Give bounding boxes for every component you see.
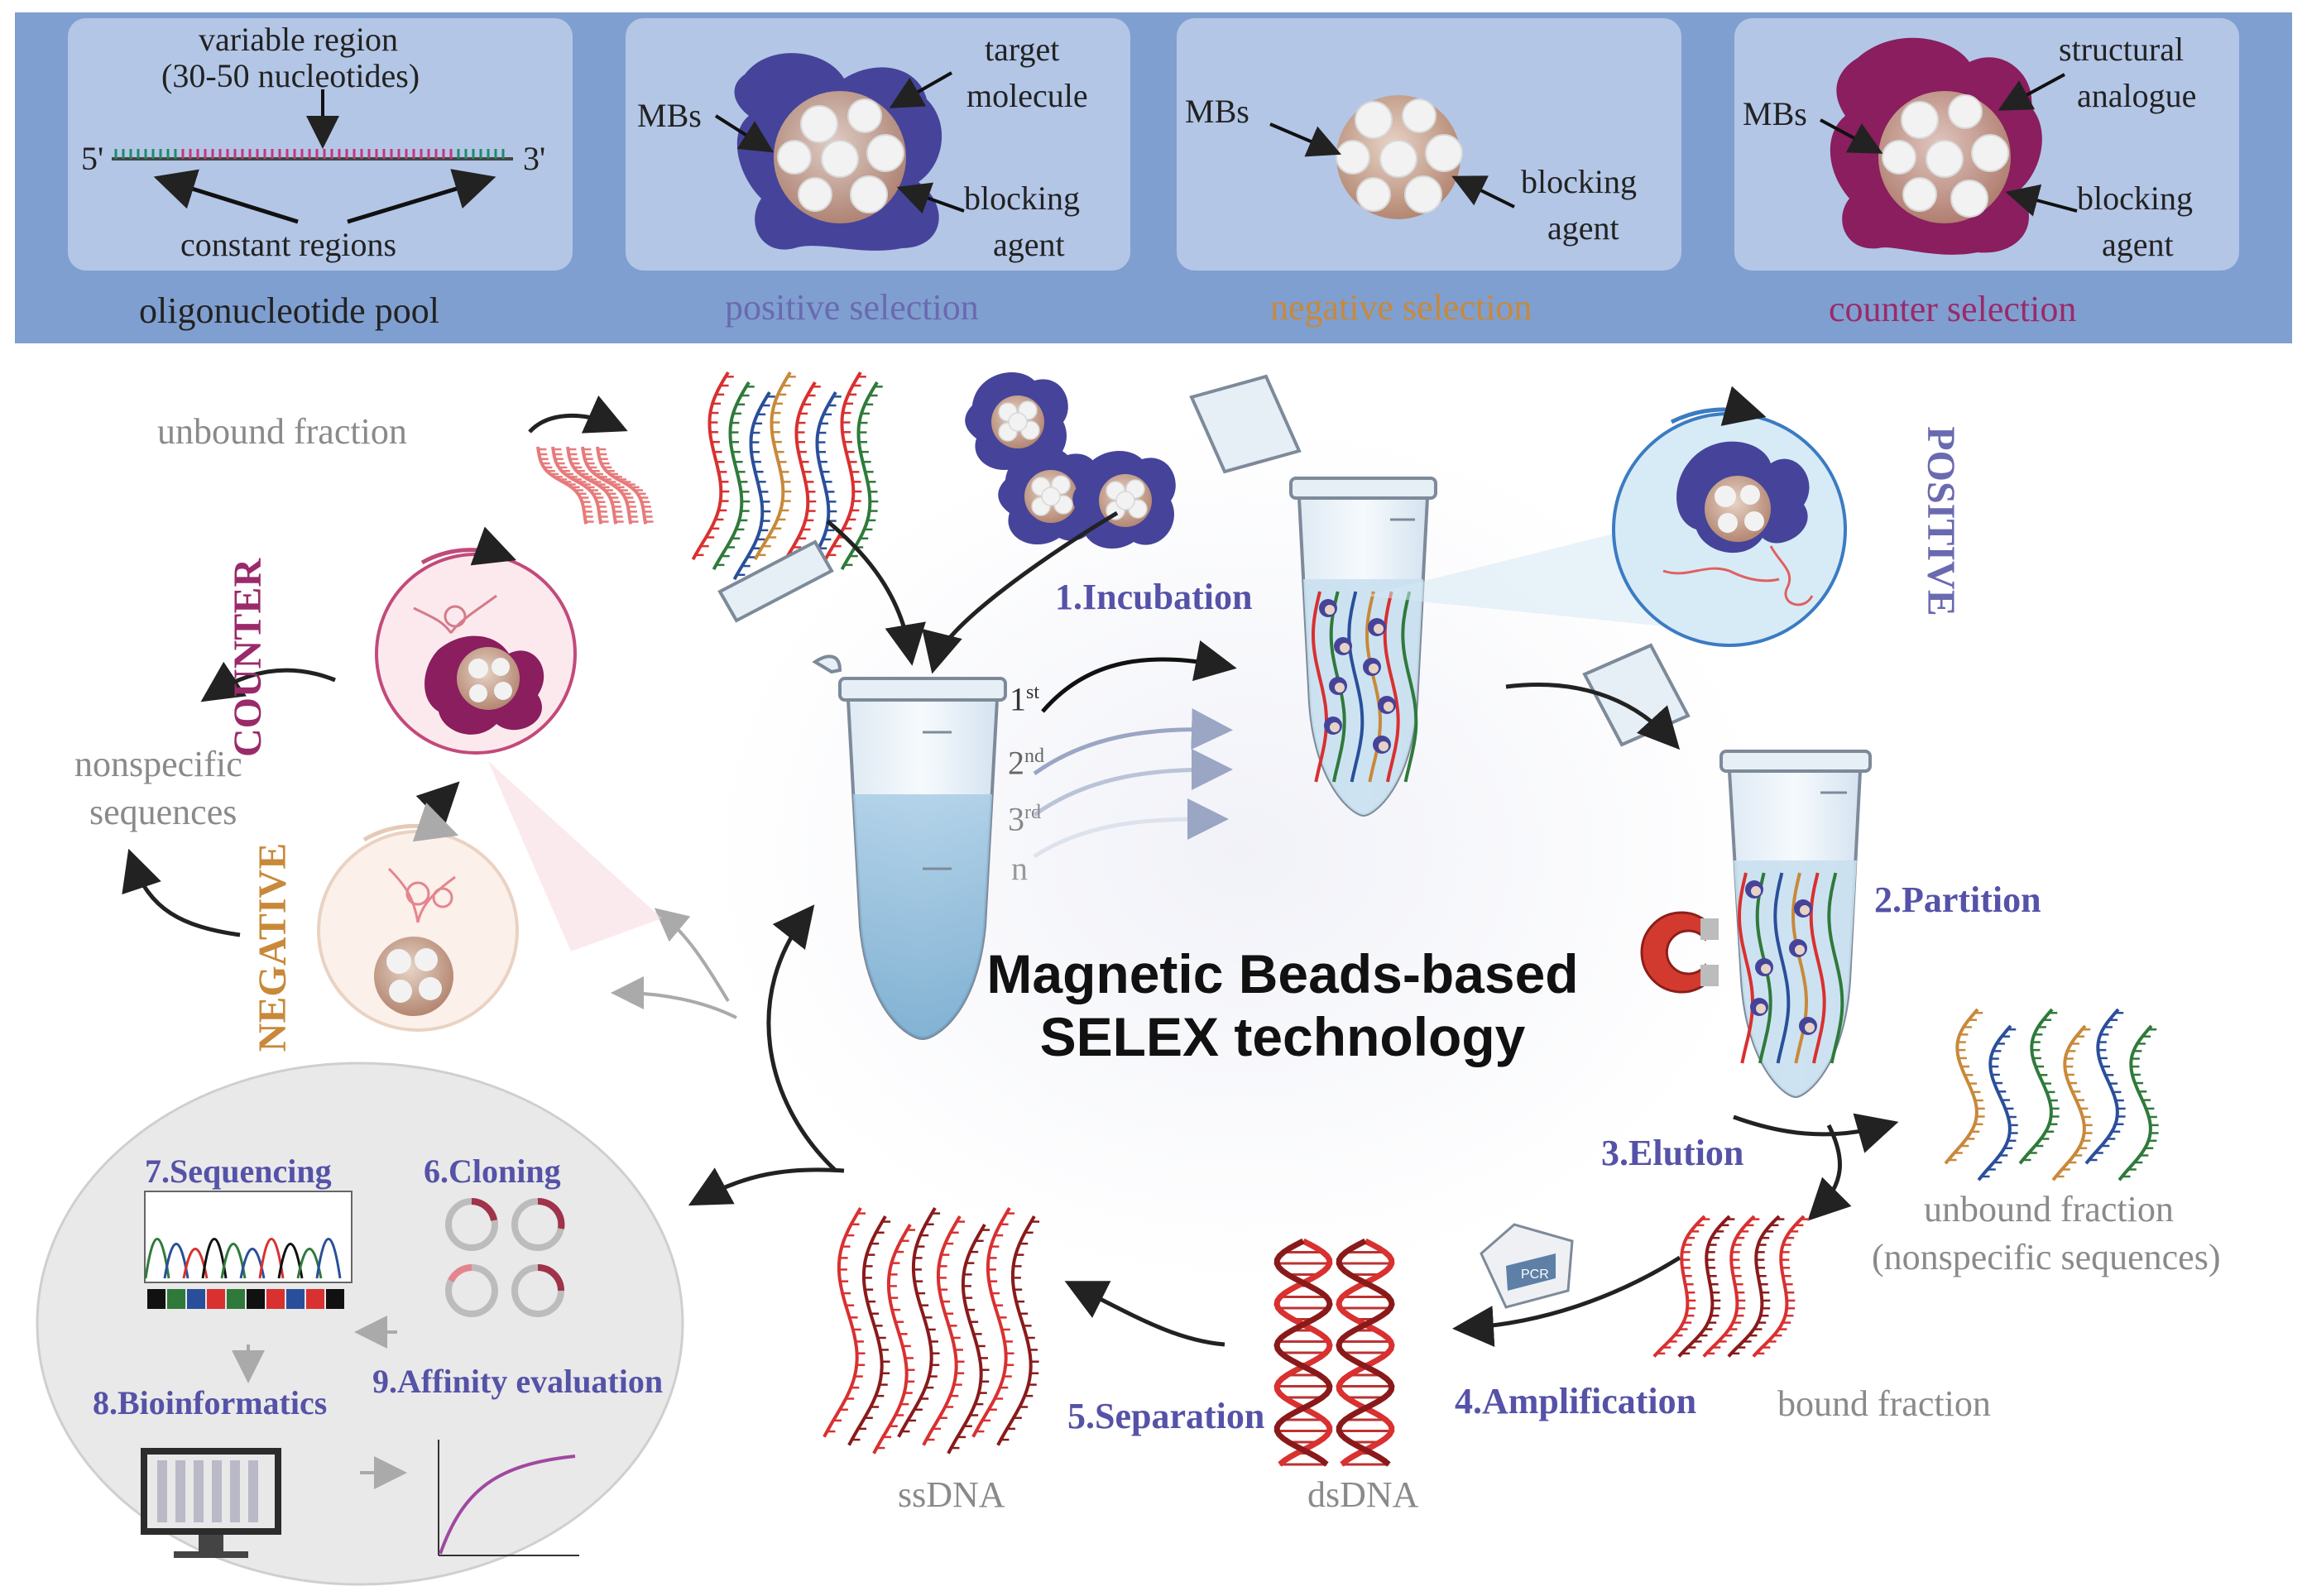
analysis-oval xyxy=(36,1062,684,1586)
round-2-label: 2nd xyxy=(1008,744,1044,782)
positive-mbs-label: MBs xyxy=(637,97,702,134)
ssdna-strands xyxy=(823,1206,1040,1455)
step-cloning: 6.Cloning xyxy=(424,1153,561,1190)
counter-blocking-label-2: agent xyxy=(2102,226,2174,263)
cycle-arrows xyxy=(122,395,1899,1348)
oligonucleotide-strand xyxy=(112,89,513,224)
counter-blocking-label-1: blocking xyxy=(2077,180,2193,217)
step-incubation: 1.Incubation xyxy=(1055,577,1253,617)
step-bioinformatics: 8.Bioinformatics xyxy=(93,1384,328,1421)
unbound-strands-right xyxy=(1944,1008,2159,1181)
pool-caption: oligonucleotide pool xyxy=(139,290,439,331)
faint-arrows xyxy=(232,908,737,1489)
unbound-right-label-2: (nonspecific sequences) xyxy=(1872,1237,2221,1277)
positive-blocking-label-2: agent xyxy=(993,226,1065,263)
cycle-background xyxy=(712,422,1771,1282)
counter-mbs-label: MBs xyxy=(1743,95,1807,132)
round-arrows xyxy=(1033,640,1237,859)
computer-icon xyxy=(141,1448,281,1558)
incubation-tube xyxy=(717,539,1007,1041)
constant-regions-label: constant regions xyxy=(180,226,397,263)
negative-bead-illustration xyxy=(1269,95,1515,219)
positive-bead-illustration xyxy=(714,53,965,251)
dsdna-helices xyxy=(1273,1238,1395,1467)
negative-caption: negative selection xyxy=(1270,287,1532,328)
step-affinity: 9.Affinity evaluation xyxy=(372,1363,664,1400)
chromatogram-icon xyxy=(144,1191,353,1309)
unbound-fraction-top-label: unbound fraction xyxy=(157,411,407,452)
unbound-strands-top xyxy=(536,446,654,525)
magnet-icon xyxy=(1640,911,1719,994)
three-prime-label: 3' xyxy=(523,140,546,177)
negative-blocking-label-1: blocking xyxy=(1521,163,1637,200)
negative-vertical-label: NEGATIVE xyxy=(251,842,295,1052)
counter-caption: counter selection xyxy=(1829,289,2077,329)
target-label-2: molecule xyxy=(966,77,1088,114)
binding-curve-icon xyxy=(438,1440,579,1556)
positive-detail-circle xyxy=(1365,386,1847,647)
counter-vertical-label: COUNTER xyxy=(226,558,270,758)
counter-bead-illustration xyxy=(1820,37,2078,255)
target-label-1: target xyxy=(985,31,1060,68)
partition-tube-top xyxy=(1189,374,1437,817)
pcr-label: PCR xyxy=(1521,1268,1549,1282)
main-title-line-2: SELEX technology xyxy=(1039,1005,1526,1067)
input-oligo-pool xyxy=(691,371,883,581)
dsdna-label: dsDNA xyxy=(1307,1474,1419,1515)
positive-blocking-label-1: blocking xyxy=(964,180,1080,217)
nonspecific-label-2: sequences xyxy=(89,792,237,832)
counter-detail-circle xyxy=(375,526,662,951)
step-separation: 5.Separation xyxy=(1067,1396,1265,1436)
step-elution: 3.Elution xyxy=(1601,1133,1744,1173)
round-1-label: 1st xyxy=(1010,680,1040,718)
step-amplification: 4.Amplification xyxy=(1455,1381,1697,1421)
analogue-label-1: structural xyxy=(2059,31,2185,68)
step-sequencing: 7.Sequencing xyxy=(145,1153,332,1190)
step-partition: 2.Partition xyxy=(1874,879,2041,920)
variable-length-label: (30-50 nucleotides) xyxy=(161,57,420,94)
round-n-label: n xyxy=(1011,850,1028,887)
main-title: Magnetic Beads-based SELEX technology xyxy=(952,943,1614,1069)
negative-blocking-label-2: agent xyxy=(1547,209,1619,247)
round-3-label: 3rd xyxy=(1008,800,1041,838)
pcr-machine-icon: PCR xyxy=(1480,1223,1574,1309)
bound-fraction-label: bound fraction xyxy=(1777,1383,1991,1424)
ssdna-label: ssDNA xyxy=(898,1474,1005,1515)
positive-caption: positive selection xyxy=(725,287,979,328)
bound-strands xyxy=(1652,1215,1810,1358)
positive-vertical-label: POSITIVE xyxy=(1919,426,1963,616)
negative-mbs-label: MBs xyxy=(1185,93,1249,130)
analogue-label-2: analogue xyxy=(2077,77,2197,114)
plasmid-icons xyxy=(445,1197,565,1317)
main-title-line-1: Magnetic Beads-based xyxy=(986,943,1579,1004)
negative-detail-circle xyxy=(317,802,519,1032)
unbound-right-label-1: unbound fraction xyxy=(1924,1189,2174,1229)
bead-cluster xyxy=(965,372,1176,549)
five-prime-label: 5' xyxy=(81,140,104,177)
variable-region-label: variable region xyxy=(199,21,398,58)
nonspecific-label-1: nonspecific xyxy=(74,744,242,784)
